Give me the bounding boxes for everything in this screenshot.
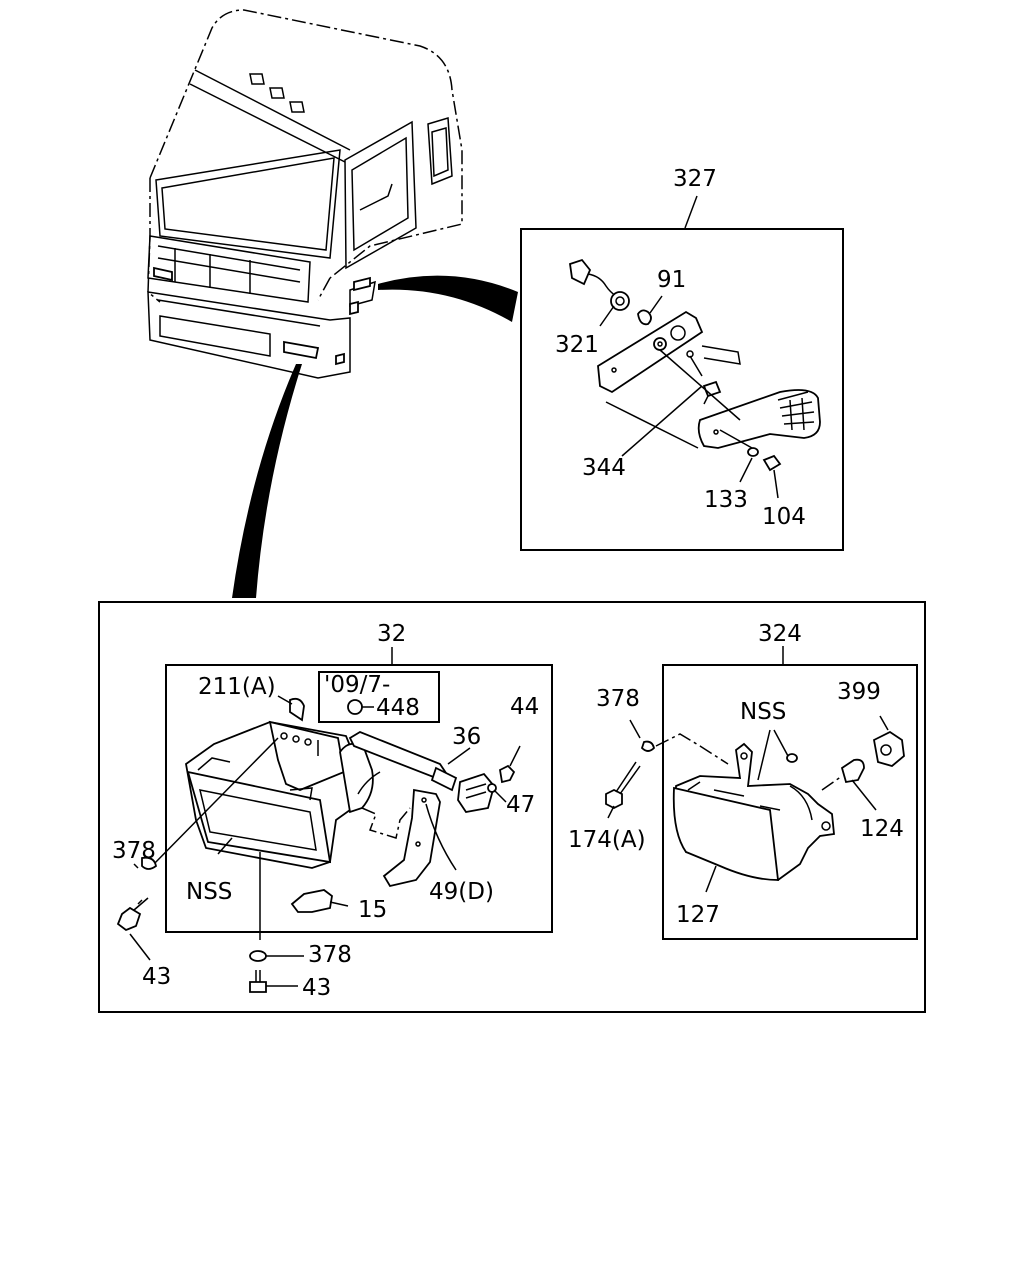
callout-124: 124	[860, 816, 904, 842]
callout-127: 127	[676, 902, 720, 928]
callout-nss-right: NSS	[740, 699, 786, 725]
callout-448: 448	[376, 695, 420, 721]
pointer-to-side-lamp	[378, 275, 518, 322]
callout-47: 47	[506, 792, 535, 818]
callout-32: 32	[377, 621, 406, 647]
callout-nss-left: NSS	[186, 879, 232, 905]
fog-lamp-outer-box	[98, 601, 926, 1013]
callout-15: 15	[358, 897, 387, 923]
callout-date-code: '09/7-	[324, 672, 390, 698]
right-bolt-378-174	[605, 719, 655, 819]
assembly-32-box	[165, 647, 553, 940]
pointer-to-fog-lamps	[232, 364, 302, 598]
left-bolt-378-43	[116, 737, 304, 993]
callout-378-bottom: 378	[308, 942, 352, 968]
callout-49d: 49(D)	[429, 879, 494, 905]
callout-324: 324	[758, 621, 802, 647]
callout-399: 399	[837, 679, 881, 705]
callout-321: 321	[555, 332, 599, 358]
callout-44: 44	[510, 694, 539, 720]
assembly-324-box	[655, 646, 918, 940]
assembly-327-box	[520, 195, 844, 551]
truck-cab-illustration	[147, 9, 463, 379]
callout-378-right: 378	[596, 686, 640, 712]
callout-43-left: 43	[142, 964, 171, 990]
callout-91: 91	[657, 267, 686, 293]
callout-36: 36	[452, 724, 481, 750]
callout-211a: 211(A)	[198, 674, 276, 700]
callout-133: 133	[704, 487, 748, 513]
callout-344: 344	[582, 455, 626, 481]
callout-378-left: 378	[112, 838, 156, 864]
callout-43-bottom: 43	[302, 975, 331, 1001]
callout-174a: 174(A)	[568, 827, 646, 853]
callout-327: 327	[673, 166, 717, 192]
callout-104: 104	[762, 504, 806, 530]
